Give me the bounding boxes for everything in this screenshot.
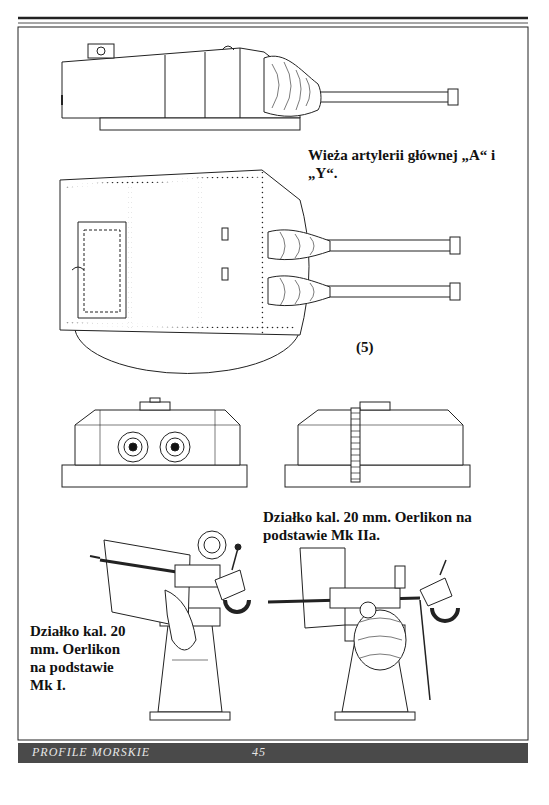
footer-text: PROFILE MORSKIE [32, 745, 232, 759]
drawing-stroke [298, 410, 463, 465]
drawing-stroke [222, 228, 228, 240]
drawing-stroke [129, 177, 132, 332]
drawing-stroke [298, 425, 463, 426]
drawing-stroke [84, 230, 120, 312]
drawing-stroke [72, 267, 84, 270]
drawing-stroke [222, 268, 228, 280]
drawing-stroke [354, 610, 406, 670]
ladder-rung [351, 479, 360, 480]
drawing-stroke [165, 590, 196, 650]
drawing-stroke [62, 465, 247, 487]
drawing-stroke [150, 712, 230, 720]
ladder-rung [351, 437, 360, 438]
drawing-stroke [222, 46, 234, 50]
drawing-stroke [88, 44, 114, 58]
drawing-stroke [240, 48, 241, 118]
drawing-stroke [100, 118, 300, 130]
drawing-stroke [75, 410, 240, 465]
drawing-stroke [100, 410, 101, 465]
drawing-stroke [432, 608, 458, 621]
drawing-stroke [360, 602, 376, 618]
ladder-rung [351, 413, 360, 414]
ladder-rung [351, 443, 360, 444]
drawing-stroke [420, 600, 430, 700]
drawing-stroke [118, 432, 148, 462]
drawing-stroke [360, 402, 390, 410]
drawing-stroke [450, 283, 460, 300]
drawing-stroke [129, 443, 137, 451]
drawing-stroke [160, 432, 190, 462]
ladder-rung [351, 419, 360, 420]
ladder-rung [351, 431, 360, 432]
page-number: 45 [252, 745, 292, 759]
drawing-stroke [280, 232, 314, 306]
drawing-stroke [166, 438, 184, 456]
drawing-stroke [395, 566, 405, 588]
turret-side-view [62, 44, 458, 130]
drawing-stroke [140, 402, 170, 410]
drawing-stroke [150, 398, 160, 402]
drawing-stroke [75, 330, 300, 373]
drawing-stroke [440, 560, 446, 575]
drawing-stroke [285, 465, 470, 487]
page-frame [18, 18, 528, 740]
drawing-stroke [90, 556, 100, 558]
drawing-stroke [215, 410, 216, 465]
turret-rear-view [285, 402, 470, 487]
drawing-stroke [215, 570, 245, 600]
gun-caption: Działko kal. 20 mm. Oerlikon na podstawi… [30, 622, 126, 694]
figure-number: (5) [356, 338, 396, 356]
drawing-stroke [272, 62, 310, 110]
drawing-stroke [61, 95, 63, 105]
drawing-stroke [198, 531, 226, 559]
drawing-stroke [268, 230, 330, 260]
drawing-stroke [204, 537, 220, 553]
drawing-stroke [351, 408, 360, 482]
drawing-stroke [171, 443, 179, 451]
drawing-stroke [78, 222, 126, 318]
drawing-stroke [268, 276, 330, 306]
drawing-stroke [235, 544, 241, 550]
drawing-stroke [448, 89, 458, 105]
drawing-stroke [205, 52, 206, 118]
ladder-rungs [351, 413, 360, 479]
drawing-stroke [450, 237, 460, 254]
ladder-rung [351, 455, 360, 456]
gun-caption: Działko kal. 20 mm. Oerlikon na podstawi… [263, 508, 513, 544]
drawing-stroke [172, 660, 208, 661]
drawing-stroke [225, 600, 249, 612]
ladder-rung [351, 425, 360, 426]
oerlikon-mk2a [268, 548, 458, 720]
drawing-stroke [232, 548, 238, 570]
turret-caption: Wieża artylerii głównej „A“ i „Y“. [308, 146, 508, 182]
drawing-stroke [358, 618, 402, 658]
drawing-stroke [175, 565, 220, 587]
drawing-stroke [18, 17, 528, 20]
turret-front-view [62, 398, 247, 487]
ladder-rung [351, 461, 360, 462]
ladder-rung [351, 449, 360, 450]
drawing-stroke [300, 92, 450, 102]
ladder-rung [351, 473, 360, 474]
drawing-stroke [261, 172, 264, 334]
drawing-stroke [165, 55, 166, 118]
ladder-rung [351, 467, 360, 468]
drawing-stroke [97, 47, 105, 55]
drawing-stroke [199, 174, 202, 333]
footer-bar [18, 743, 528, 763]
drawing-stroke [264, 56, 321, 116]
turret-top-view [60, 170, 460, 373]
drawing-stroke [65, 176, 260, 186]
drawing-stroke [124, 438, 142, 456]
drawing-stroke [65, 324, 295, 328]
drawing-stroke [18, 23, 528, 24]
drawing-stroke [18, 27, 528, 740]
drawing-stroke [335, 712, 415, 720]
drawing-stroke [420, 578, 452, 606]
